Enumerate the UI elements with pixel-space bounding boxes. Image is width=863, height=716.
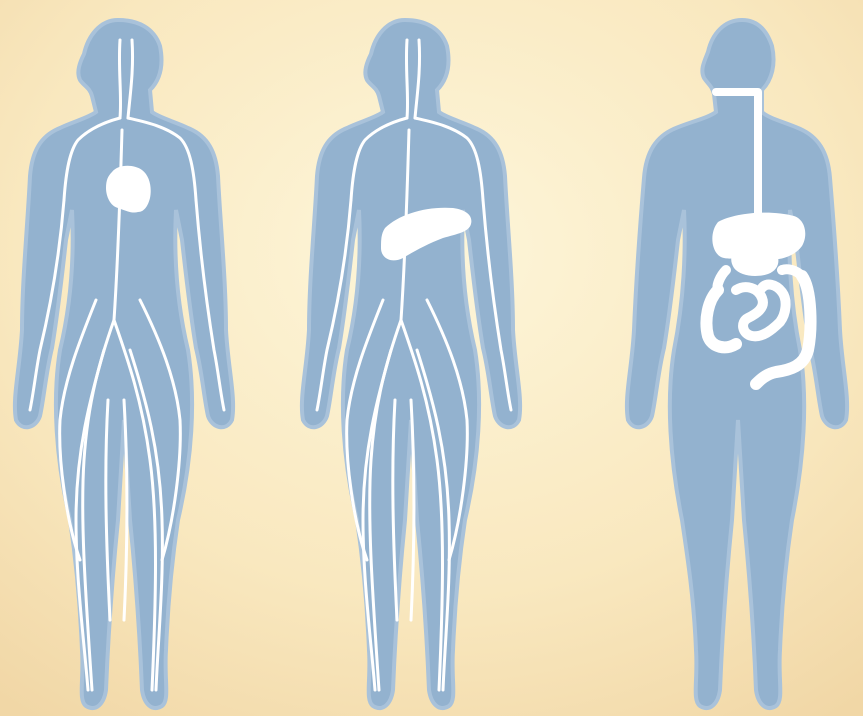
figure-circulatory bbox=[0, 0, 287, 716]
figure-digestive bbox=[576, 0, 863, 716]
figure-spleen bbox=[287, 0, 574, 716]
body-silhouette bbox=[627, 20, 847, 708]
